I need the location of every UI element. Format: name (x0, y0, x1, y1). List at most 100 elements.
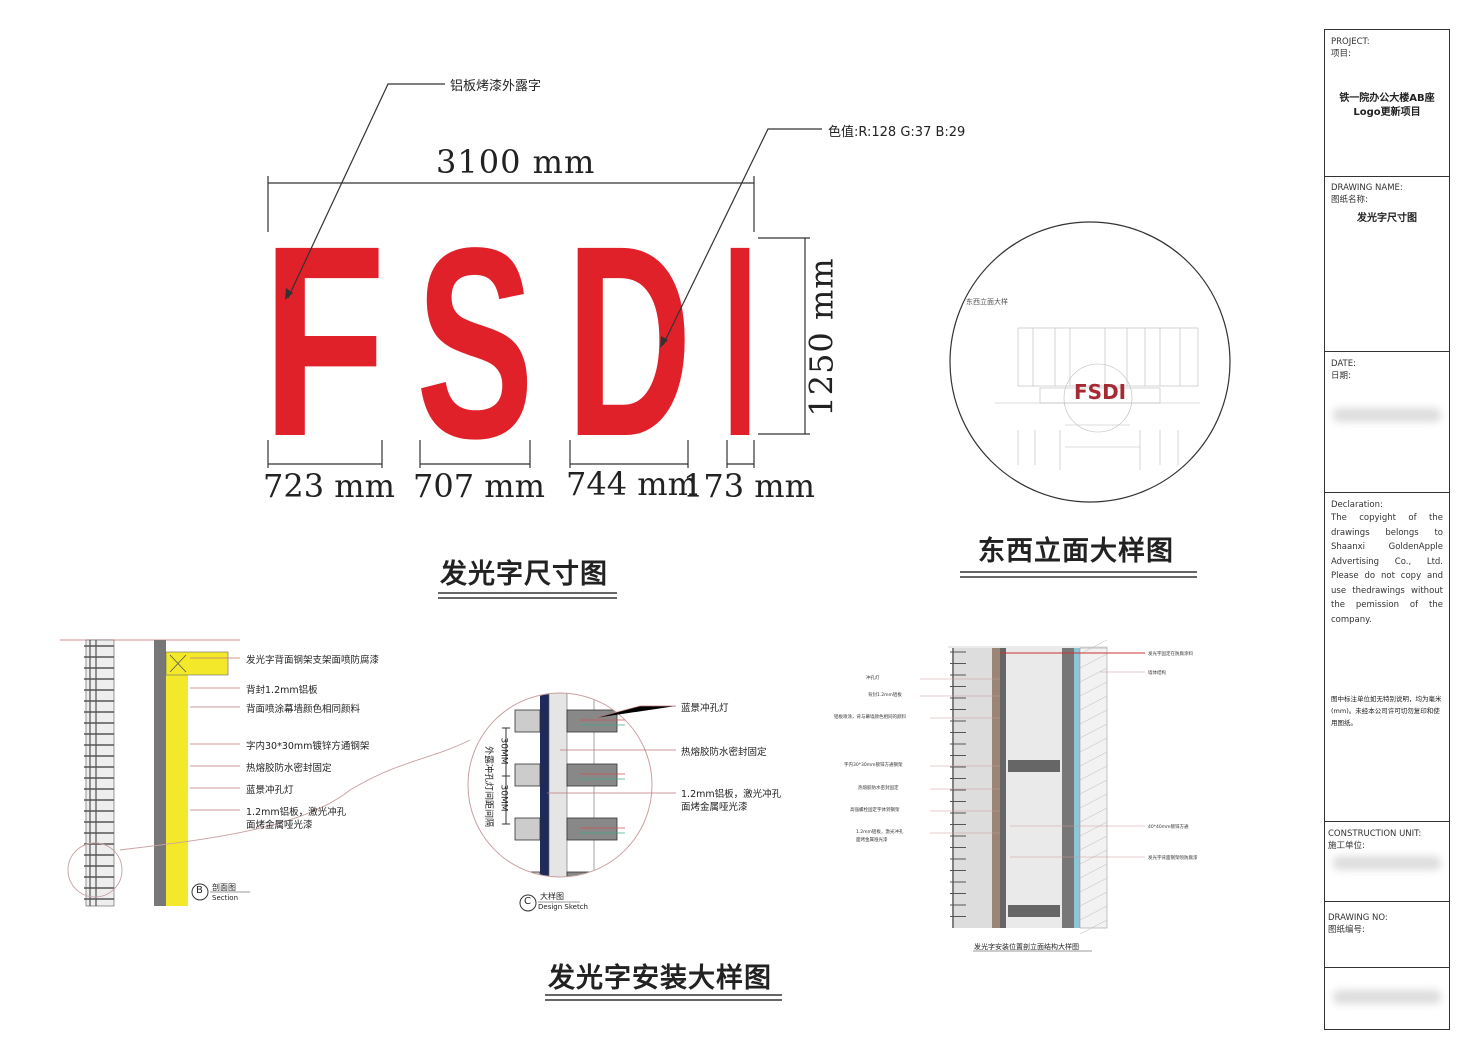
hatch (1079, 639, 1108, 655)
hatch (1079, 905, 1108, 921)
date-label: DATE: (1331, 359, 1356, 369)
section-detail-caption: 发光字安装位置剖立面结构大样图 (974, 943, 1079, 951)
section-b-caption-en: Section (212, 894, 239, 902)
section-detail-label: 热熔胶防水密封固定 (858, 786, 899, 791)
dimension-lines (267, 83, 822, 468)
hatch (1079, 821, 1108, 837)
section-b-label: 发光字背面钢架支架面喷防腐漆 (246, 655, 380, 666)
detail-c-caption-en: Design Sketch (538, 903, 588, 911)
elevation-circle (949, 221, 1231, 503)
hatch (1079, 723, 1108, 739)
bulb-body (566, 763, 618, 787)
title-block-drawing-no-value (1324, 968, 1450, 1030)
section-detail-drawing (920, 639, 1145, 952)
callout-color: 色值:R:128 G:37 B:29 (828, 125, 966, 140)
detail-c-label: 蓝景冲孔灯 (681, 703, 729, 714)
drawing-name-label-cn: 图纸名称: (1331, 195, 1368, 205)
section-detail-label: 背封1.2mm铝板 (868, 693, 902, 698)
drawing-no-label: DRAWING NO: (1328, 913, 1388, 923)
date-label-cn: 日期: (1331, 371, 1351, 381)
construction-value-redacted (1333, 856, 1441, 870)
hatch (1079, 653, 1108, 669)
hatch (1079, 793, 1108, 809)
section-detail-label: 发光字背面钢架喷防腐漆 (1148, 856, 1198, 861)
drawing-name-value: 发光字尺寸图 (1357, 213, 1417, 224)
detail-c-vertical-label: 外露冲孔灯间距间隔 (483, 745, 494, 828)
hatch (1079, 695, 1108, 711)
dim-width-d: 744 mm (566, 465, 698, 503)
project-label-cn: 项目: (1331, 49, 1351, 59)
letter-i: I (722, 189, 758, 493)
hatch (1079, 737, 1108, 753)
construction-label: CONSTRUCTION UNIT: (1328, 829, 1422, 839)
bulb-back (514, 817, 541, 841)
hatch (1079, 807, 1108, 823)
drawing-no-value-redacted (1333, 990, 1441, 1004)
declaration-label: Declaration: (1331, 500, 1383, 510)
bulb-back (514, 709, 541, 733)
section-b-label: 字内30*30mm镀锌方通钢架 (246, 741, 370, 752)
section-b-caption-cn: 剖面图 (212, 883, 236, 892)
hatch (1079, 681, 1108, 697)
project-value: 铁一院办公大楼AB座 (1339, 93, 1435, 104)
size-drawing-title: 发光字尺寸图 (440, 559, 608, 590)
fsdi-letters: F S D I (262, 189, 758, 495)
section-detail-label: 发光字固定在防腐涂料 (1148, 652, 1193, 657)
hatch (1079, 709, 1108, 725)
hatch (1079, 835, 1108, 851)
hatch (1079, 877, 1108, 893)
dim-width-f: 723 mm (263, 467, 395, 505)
project-label: PROJECT: (1331, 37, 1370, 47)
letter-s: S (416, 191, 534, 495)
leader-arrow (285, 288, 293, 300)
title-block-date: DATE: 日期: (1324, 352, 1450, 493)
detail-c-dim: 30MM (498, 737, 509, 765)
hatch (1079, 891, 1108, 907)
section-b-label: 背封1.2mm铝板 (246, 685, 318, 696)
section-detail-label: 墙体结构 (1148, 671, 1166, 676)
title-block-drawing-name: DRAWING NAME: 图纸名称: 发光字尺寸图 (1324, 176, 1450, 352)
hatch (1079, 779, 1108, 795)
construction-label-cn: 施工单位: (1328, 841, 1365, 851)
hatch (1079, 863, 1108, 879)
section-detail-label: 字内30*30mm镀锌方通钢架 (844, 763, 903, 768)
detail-c-marker: C (524, 896, 531, 907)
unit-note: 图中标注单位如无特别说明，均为毫米(mm)。未经本公司许可切勿复印和使用图纸。 (1331, 695, 1442, 727)
drawing-name-label: DRAWING NAME: (1331, 183, 1403, 193)
bulb-back (514, 763, 541, 787)
title-block-declaration: Declaration: The copyight of the drawing… (1324, 493, 1450, 822)
section-b-label: 蓝景冲孔灯 (246, 785, 294, 796)
section-detail-label: 面烤金属哑光漆 (856, 838, 888, 843)
title-block-drawing-no: DRAWING NO: 图纸编号: (1324, 902, 1450, 968)
section-detail-label: 铝板喷涂，背与幕墙颜色相同的颜料 (834, 715, 906, 720)
detail-c-dim: 30MM (498, 784, 509, 812)
letter-f: F (262, 189, 386, 493)
dim-total-width: 3100 mm (436, 143, 596, 181)
bulb-body (566, 709, 618, 733)
elevation-logo: FSDI (1074, 380, 1127, 404)
hatch (1079, 667, 1108, 683)
callout-material: 铝板烤漆外露字 (450, 79, 542, 94)
section-b-label: 面烤金属哑光漆 (246, 820, 313, 831)
bulb-body (566, 871, 618, 877)
hatch (1079, 751, 1108, 767)
install-title: 发光字安装大样图 (548, 963, 772, 994)
date-value-redacted (1333, 408, 1441, 422)
leader-arrow (660, 336, 668, 348)
drawing-no-label-cn: 图纸编号: (1328, 925, 1365, 935)
elevation-inner-label: 东西立面大样 (966, 298, 1008, 306)
elevation-title: 东西立面大样图 (978, 536, 1174, 567)
hatch (1079, 919, 1108, 935)
detail-c-label: 面烤金属哑光漆 (681, 802, 748, 813)
section-b-label: 1.2mm铝板，激光冲孔 (246, 807, 347, 818)
detail-c-label: 热熔胶防水密封固定 (681, 747, 767, 758)
letter-d: D (566, 189, 692, 493)
section-detail-label: 冲孔灯 (866, 676, 880, 681)
title-block-construction: CONSTRUCTION UNIT: 施工单位: (1324, 822, 1450, 902)
section-b-label: 热熔胶防水密封固定 (246, 763, 332, 774)
dim-height: 1250 mm (802, 257, 841, 417)
section-b-label: 背面喷涂幕墙颜色相同颜料 (246, 704, 361, 715)
section-detail-label: 1.2mm铝板，激光冲孔 (856, 830, 904, 835)
